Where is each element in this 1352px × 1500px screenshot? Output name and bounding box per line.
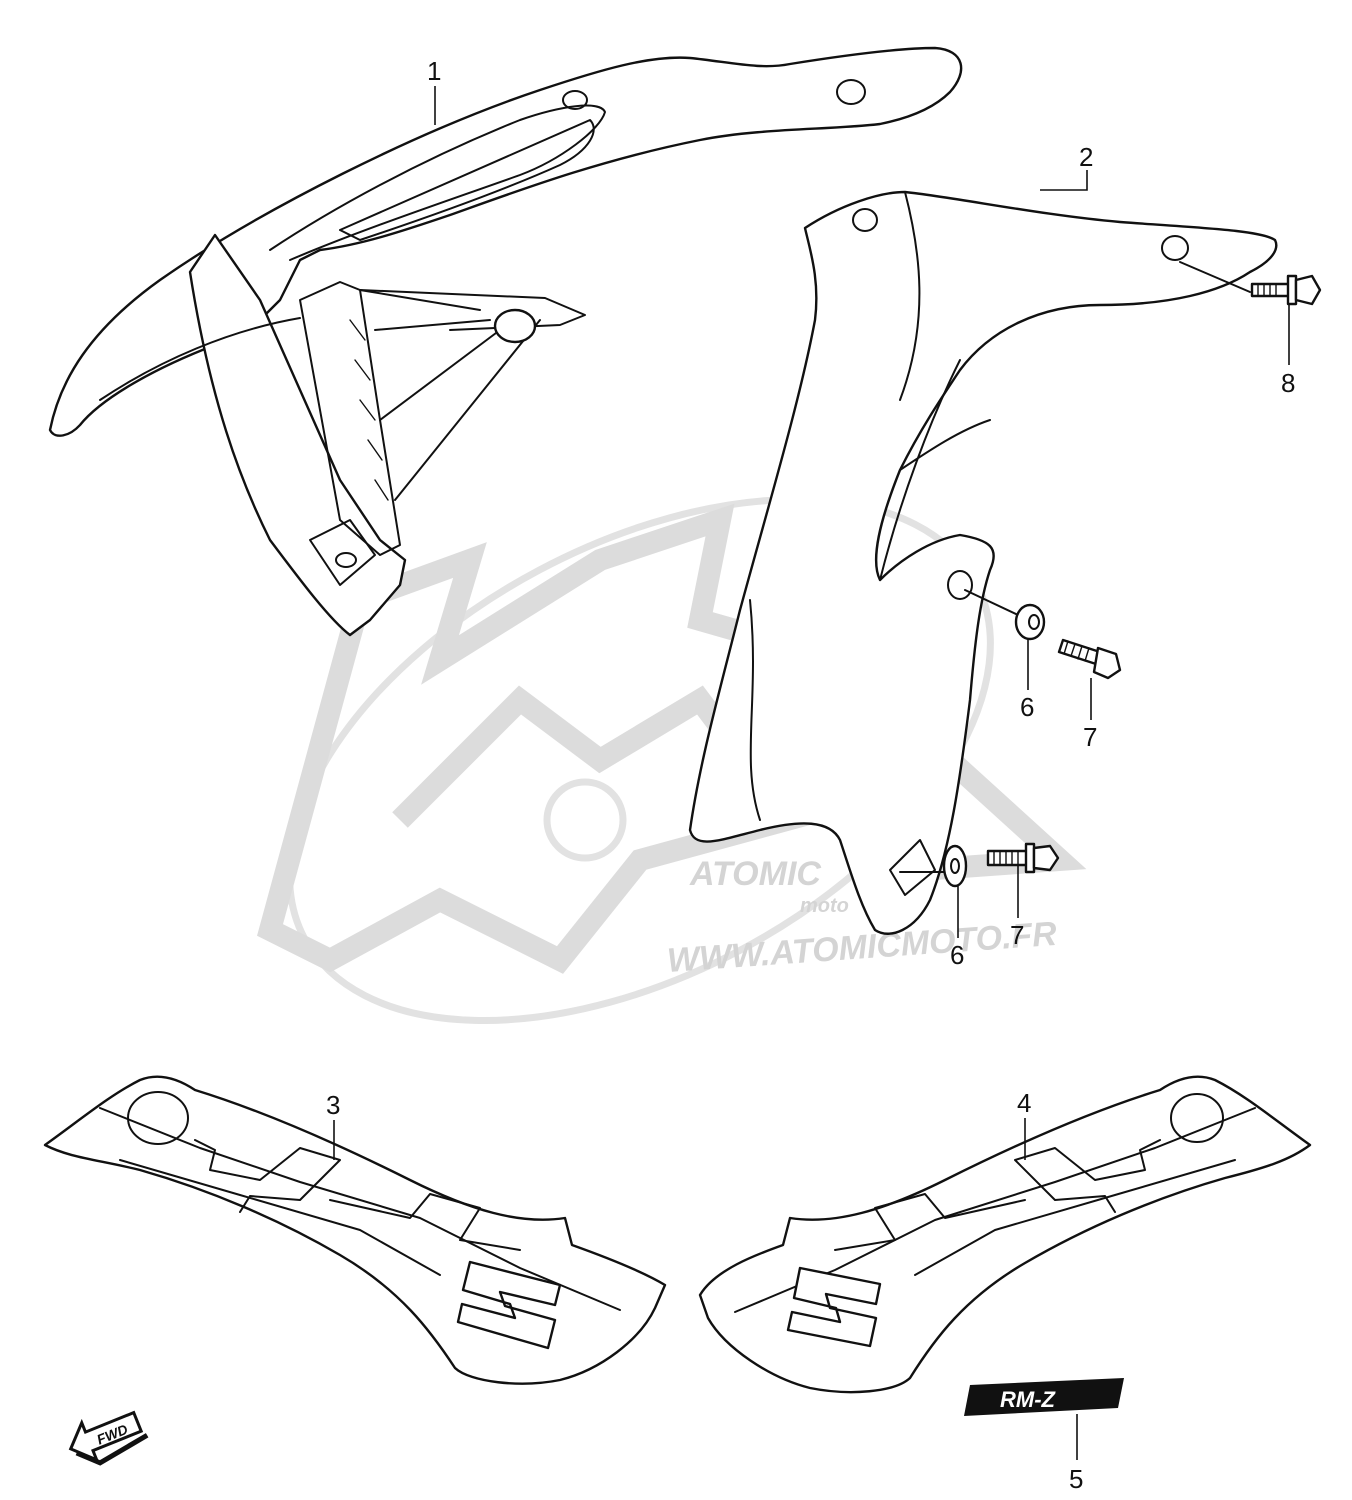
shroud-1-lower-panel (188, 233, 407, 637)
shroud-1-mount-rail (299, 281, 401, 556)
washer-6b (942, 844, 968, 888)
shroud-1-hole-top (562, 90, 588, 110)
part-8-bolt (1179, 261, 1322, 306)
callout-8: 8 (1281, 368, 1295, 398)
callout-3: 3 (326, 1090, 340, 1120)
part-7-bolt-b (986, 842, 1060, 874)
decal-3-graphic-b (329, 1193, 521, 1251)
part-2-radiator-shroud (688, 190, 1278, 935)
leader-lines (333, 86, 1290, 1460)
leader-2 (1040, 170, 1088, 191)
shroud-1-crease (99, 317, 301, 401)
callout-7a: 7 (1083, 722, 1097, 752)
shroud-1-slot (339, 119, 595, 241)
bolt-7b-thread (993, 850, 1019, 866)
shroud-2-inner-fold (899, 191, 921, 401)
bolt-7a-head (1092, 646, 1122, 680)
callout-7b: 7 (1010, 920, 1024, 950)
washer-6b-hole (950, 858, 960, 874)
decal-3-s-logo (456, 1260, 562, 1350)
part-7-bolt-a (1057, 638, 1122, 680)
shroud-1-tab (309, 519, 376, 586)
part-3-decal (43, 1075, 667, 1385)
callout-numbers: 1 2 3 4 5 6 7 6 7 8 (326, 56, 1295, 1494)
callout-1: 1 (427, 56, 441, 86)
washer-6a-hole (1028, 614, 1040, 630)
shroud-2-hole-bottom (889, 839, 936, 896)
part-1-radiator-shroud (48, 46, 963, 637)
shroud-2-hole-rear (1161, 235, 1189, 261)
shroud-2-body (688, 190, 1278, 935)
bolt-8-thread (1257, 283, 1277, 297)
decal-4-outline (698, 1075, 1312, 1394)
decal-4-graphic-a (1014, 1139, 1161, 1213)
part-6-washer-a (964, 589, 1046, 641)
decal-4-hole (1170, 1093, 1224, 1143)
decal-3-stripe-2 (119, 1159, 441, 1276)
decal-3-graphic-a (194, 1139, 341, 1213)
part-4-decal (698, 1075, 1312, 1394)
callout-5: 5 (1069, 1464, 1083, 1494)
shroud-1-bracket-struts (359, 289, 541, 501)
watermark-url: WWW.ATOMICMOTO.FR (666, 915, 1058, 980)
bolt-8-head (1294, 274, 1322, 306)
callout-6b: 6 (950, 940, 964, 970)
rmz-emblem-plate (964, 1378, 1124, 1416)
bolt-7b-head (1032, 844, 1060, 872)
shroud-2-hole-top (852, 208, 878, 232)
callout-4: 4 (1017, 1088, 1031, 1118)
shroud-1-grommet (493, 308, 537, 344)
watermark-circle (543, 778, 627, 862)
callout-2: 2 (1079, 142, 1093, 172)
callout-6a: 6 (1020, 692, 1034, 722)
shroud-2-crease (879, 359, 991, 581)
shroud-1-hole-bottom (335, 552, 357, 568)
shroud-2-front-edge (749, 599, 761, 821)
watermark-sub: moto (800, 895, 849, 917)
shroud-1-inner-contour (269, 104, 606, 261)
bolt-7a-thread (1063, 640, 1090, 662)
bolt-8-leader-line (1179, 261, 1251, 293)
decal-4-graphic-b (834, 1193, 1026, 1251)
fwd-arrow-shadow (75, 1433, 149, 1466)
watermark-brand: ATOMIC (689, 855, 821, 893)
shroud-2-hole-mid (947, 570, 973, 600)
washer-6a-leader (964, 589, 1019, 616)
forward-direction-arrow: FWD (68, 1410, 149, 1466)
decal-3-stripe-1 (99, 1107, 621, 1311)
rmz-emblem-text: RM-Z (1000, 1387, 1057, 1412)
part-5-rmz-emblem: RM-Z (964, 1378, 1124, 1416)
part-6-washer-b (899, 844, 968, 888)
shroud-1-bracket-ribs (349, 319, 389, 501)
fwd-arrow-icon (68, 1410, 144, 1463)
shroud-1-hole-rear (836, 79, 866, 105)
decal-4-stripe-2 (914, 1159, 1236, 1276)
decal-3-hole (127, 1091, 189, 1145)
decal-4-s-logo (786, 1266, 882, 1348)
